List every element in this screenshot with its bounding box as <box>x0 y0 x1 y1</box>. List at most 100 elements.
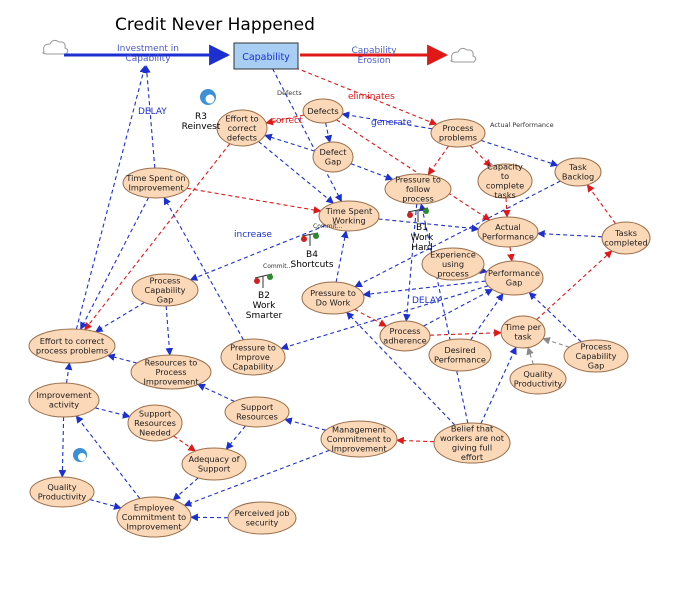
node-resources-shape <box>130 354 212 390</box>
link-pressure-work-to-adherence <box>354 308 387 327</box>
link-experience-to-perf-gap <box>479 266 488 275</box>
generate-label: generate <box>371 118 412 128</box>
link-capability-to-process-problems <box>288 64 438 126</box>
link-improve-activity-to-quality-prod-l <box>58 416 67 478</box>
cloud-source-icon <box>42 39 69 55</box>
link-defects-to-defect-gap <box>324 122 333 143</box>
link-quality-prod-r-to-time-task <box>526 346 534 365</box>
link-belief-to-mgmt <box>396 436 435 445</box>
link-adequacy-to-employee <box>172 477 199 501</box>
node-task-backlog-shape <box>554 157 602 187</box>
links-layer <box>58 64 616 522</box>
node-proc-cap-gap-r-shape <box>563 339 629 373</box>
flow-pipes: Capability <box>42 39 477 70</box>
node-support-res-shape <box>224 396 290 428</box>
link-belief-to-time-task <box>480 346 517 424</box>
correct-label: correct <box>271 116 303 126</box>
link-improve-activity-to-support-needed <box>94 407 131 419</box>
node-defects[interactable]: Defects <box>302 98 344 124</box>
b2-scale-icon <box>254 273 273 288</box>
link-support-needed-to-adequacy <box>173 435 196 452</box>
link-belief-to-pressure-follow <box>418 203 469 424</box>
capability-stock[interactable] <box>233 42 299 70</box>
node-effort-problems-shape <box>28 328 116 364</box>
delay-top-label: DELAY <box>138 107 167 117</box>
link-time-working-to-actual-perf <box>378 218 480 233</box>
loop-markers <box>73 89 429 462</box>
commit-small-label-b4: Commit... <box>313 223 342 230</box>
link-proc-cap-gap-l-to-effort-problems <box>94 302 145 333</box>
link-quality-prod-l-to-employee <box>89 498 122 510</box>
link-support-res-to-resources <box>197 383 235 402</box>
node-desired-perf-shape <box>428 338 492 372</box>
link-capability-to-time-working <box>272 68 342 203</box>
cloud-sink-icon <box>450 47 477 63</box>
link-actual-perf-to-perf-gap <box>507 246 515 262</box>
increase-label: increase <box>234 230 272 240</box>
node-belief-shape <box>433 422 511 464</box>
link-effort-problems-to-investment <box>75 65 147 330</box>
node-job-security-shape <box>227 501 297 535</box>
link-process-problems-to-pressure-follow <box>427 145 450 176</box>
link-proc-cap-gap-l-to-resources <box>165 305 174 356</box>
link-time-improve-to-investment <box>143 65 156 169</box>
link-tasks-completed-to-task-backlog <box>586 184 616 224</box>
link-defect-gap-to-effort-defects <box>264 133 315 152</box>
link-proc-cap-gap-r-to-perf-gap <box>528 291 582 343</box>
node-defect-gap-shape <box>312 141 354 173</box>
diagram-title: Credit Never Happened <box>115 15 315 35</box>
